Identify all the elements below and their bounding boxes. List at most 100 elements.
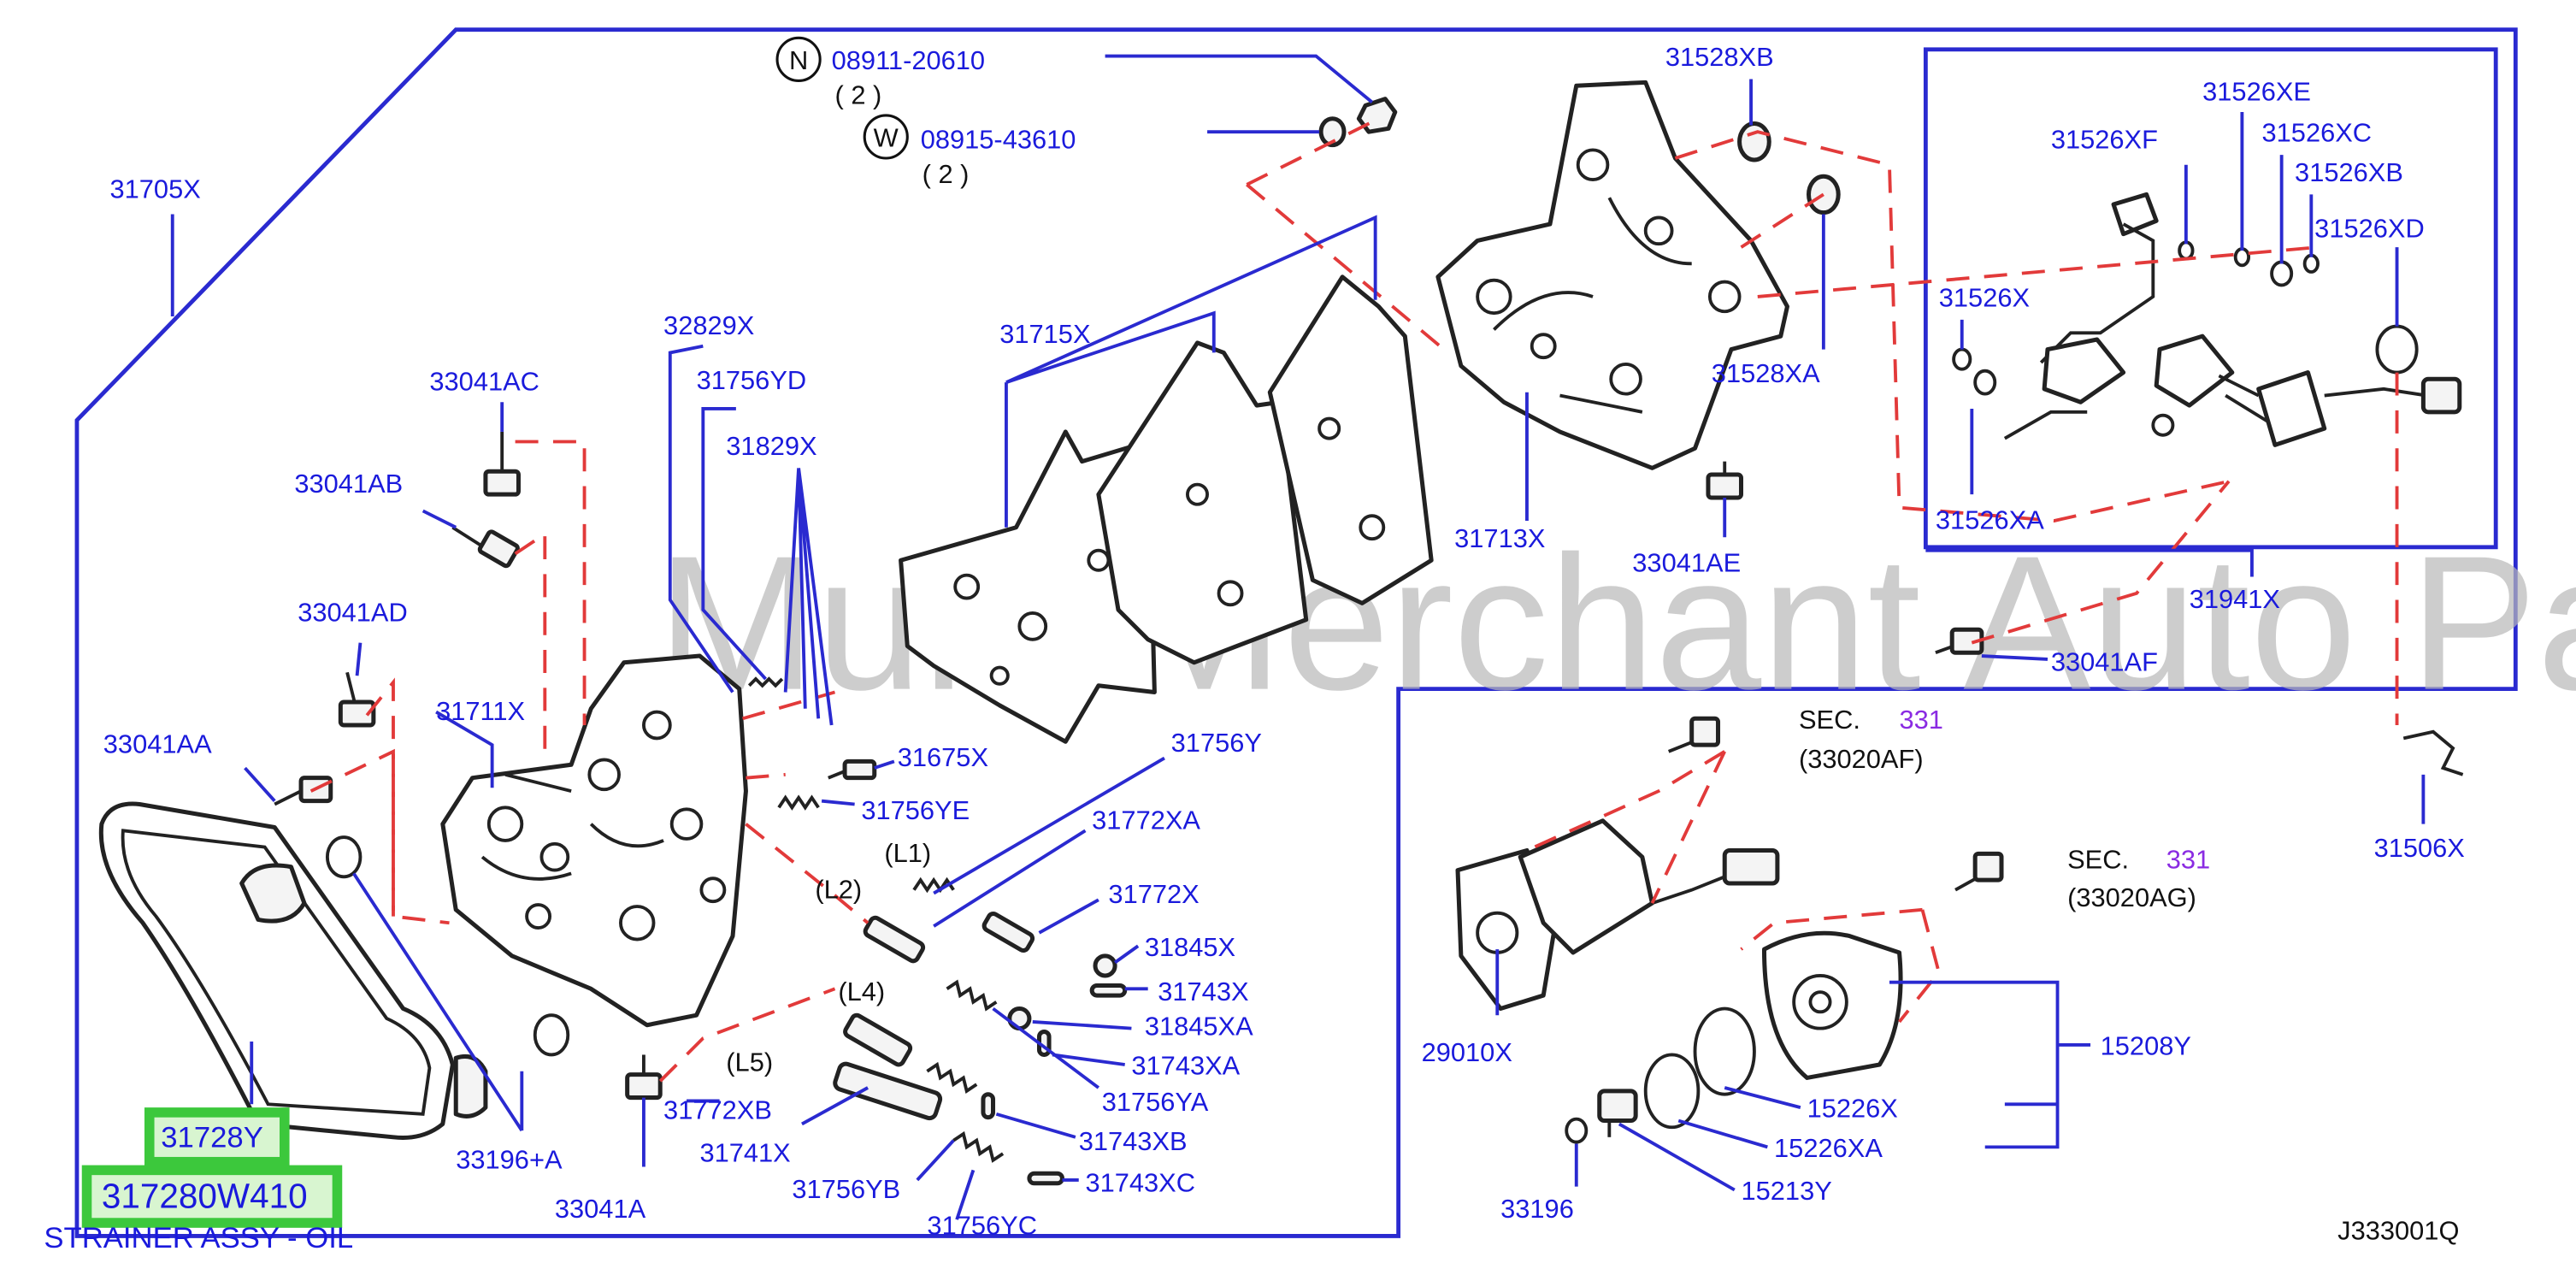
pin-31743xc-illustration[interactable] [1027,1171,1064,1186]
bolt-33041aa-illustration[interactable] [274,776,333,806]
part-label[interactable]: 31526XC [2262,118,2373,148]
oring-31526xd-illustration[interactable] [2375,324,2419,375]
oring-33196-illustration[interactable] [1565,1117,1589,1144]
highlight-genuine-number[interactable]: 317280W410 [102,1177,308,1216]
part-label[interactable]: 33041AB [294,469,403,499]
part-label[interactable]: 31756YA [1102,1087,1209,1117]
spring-31756yc-illustration[interactable] [952,1130,1005,1163]
part-label[interactable]: 31526X [1939,282,2030,312]
spring-31756ya-illustration[interactable] [946,979,998,1012]
part-label[interactable]: 33196+A [456,1144,563,1174]
upper-valve-body-illustration[interactable] [1435,80,1789,470]
part-label[interactable]: 33196 [1500,1194,1574,1224]
part-label[interactable]: 31772XB [663,1095,772,1125]
part-label[interactable]: 31743XB [1079,1126,1188,1156]
part-label[interactable]: 31526XD [2314,214,2425,244]
part-label[interactable]: 31528XA [1712,358,1820,388]
bolt-33041ae-illustration[interactable] [1706,461,1744,500]
part-label[interactable]: 31845XA [1145,1011,1253,1041]
oring-31526xf-illustration[interactable] [2178,240,2195,261]
part-label[interactable]: 33041AA [103,729,212,759]
part-label[interactable]: 31743X [1158,977,1248,1006]
connector-15213y-illustration[interactable] [1597,1089,1638,1137]
pin-31743x-illustration[interactable] [1089,983,1128,998]
part-label[interactable]: 31526XF [2051,124,2158,154]
valve-31772x-illustration[interactable] [981,911,1035,953]
part-label[interactable]: 32829X [663,310,754,340]
ball-31845x-illustration[interactable] [1093,953,1117,978]
strainer-oring-illustration[interactable] [325,835,363,879]
part-label[interactable]: 33041AC [429,367,539,397]
part-label[interactable]: 31756YE [861,795,970,825]
bolt-33041ac-illustration[interactable] [483,431,521,497]
bolt-33041a-illustration[interactable] [625,1054,663,1101]
part-label[interactable]: 31772X [1108,879,1199,909]
part-label[interactable]: 31743XA [1131,1051,1240,1081]
part-label[interactable]: 15213Y [1742,1176,1832,1206]
part-label[interactable]: 31756YC [927,1211,1037,1241]
spring-31756y-illustration[interactable] [912,876,955,894]
part-label[interactable]: 29010X [1422,1037,1512,1067]
part-label[interactable]: 33041AE [1632,548,1741,578]
genuine-number-highlight-box[interactable] [81,1165,343,1228]
part-label[interactable]: 31756YD [697,365,807,395]
part-label[interactable]: 31845X [1145,932,1235,962]
harness-illustration[interactable] [2003,192,2462,447]
ball-31845xa-illustration[interactable] [1007,1006,1032,1031]
fastener-n-number[interactable]: 08911-20610 [832,45,985,75]
part-label[interactable]: 31526XE [2202,77,2311,107]
spring-31756yb-illustration[interactable] [926,1061,978,1094]
valve-31772xb-illustration[interactable] [843,1012,913,1067]
oring-33196a-illustration[interactable] [533,1013,570,1057]
oring-31526xc-illustration[interactable] [2270,260,2294,287]
oring-31526xe-illustration[interactable] [2233,247,2251,268]
oil-strainer-illustration[interactable] [98,801,488,1140]
part-label[interactable]: 31741X [699,1138,790,1168]
sec-number-link[interactable]: 331 [2166,845,2210,875]
bracket-31506x-illustration[interactable] [2402,729,2464,776]
part-label[interactable]: 15208Y [2101,1030,2191,1060]
part-label[interactable]: 31756YB [792,1174,900,1204]
highlighted-part[interactable]: 31728Y 317280W410 STRAINER ASSY - OIL [44,1107,353,1254]
seal-31528xb-illustration[interactable] [1737,121,1771,162]
bolt-33041ad-illustration[interactable] [338,671,376,728]
gasket-15226x-illustration[interactable] [1693,1006,1756,1096]
valve-31675x-illustration[interactable] [828,758,877,781]
valve-31741x-illustration[interactable] [833,1061,943,1121]
part-label[interactable]: 31829X [726,431,816,461]
part-label[interactable]: 31711X [436,696,525,726]
motor-29010x-illustration[interactable] [1455,818,1780,1011]
part-label[interactable]: 33041AF [2051,646,2158,676]
bolt-33041ab-illustration[interactable] [451,526,520,569]
spring-31756ye-illustration[interactable] [777,794,820,811]
highlight-part-number[interactable]: 31728Y [161,1121,263,1154]
valve-31772xa-illustration[interactable] [863,915,926,964]
oring-31526xa-illustration[interactable] [1973,369,1997,396]
part-label[interactable]: 31713X [1454,523,1545,553]
oring-31526x-illustration[interactable] [1952,347,1972,371]
part-label[interactable]: 31675X [898,742,988,772]
lower-valve-body-illustration[interactable] [440,653,748,1028]
washer-illustration[interactable] [1318,116,1347,148]
bolt-sec-33020af-illustration[interactable] [1667,716,1721,753]
part-label[interactable]: 15226X [1807,1094,1898,1124]
pins-32829x-illustration[interactable] [747,676,784,688]
part-label[interactable]: 31528XB [1665,42,1774,72]
part-label[interactable]: 31715X [999,319,1090,349]
fastener-w-number[interactable]: 08915-43610 [921,124,1076,154]
pin-31743xb-illustration[interactable] [981,1092,996,1120]
part-label[interactable]: 33041A [555,1194,646,1224]
part-number-highlight-box[interactable] [144,1107,290,1167]
part-label[interactable]: 33041AD [298,598,408,628]
pump-15208y-illustration[interactable] [1761,930,1903,1080]
part-label[interactable]: 31705X [110,174,201,204]
oring-31526xb-illustration[interactable] [2302,253,2320,274]
part-label[interactable]: 31743XC [1085,1167,1195,1197]
part-label[interactable]: 31526XB [2295,157,2403,187]
part-label[interactable]: 31772XA [1092,805,1200,835]
part-label[interactable]: 31506X [2374,833,2465,863]
gasket-15226xa-illustration[interactable] [1643,1053,1701,1130]
bolt-33041af-illustration[interactable] [1935,627,1984,655]
part-label[interactable]: 31526XA [1936,505,2044,535]
part-label[interactable]: 31756Y [1171,728,1262,758]
